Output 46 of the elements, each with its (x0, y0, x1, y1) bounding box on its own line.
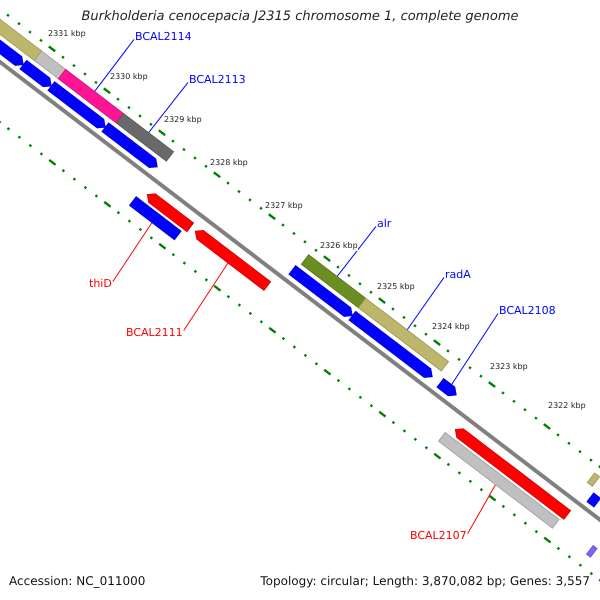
leader-line (112, 222, 152, 282)
gene-bar (586, 472, 600, 487)
scale-label: 2331 kbp (48, 30, 86, 39)
scale-label: 2329 kbp (164, 116, 202, 125)
footer-text: Topology: circular; Length: 3,870,082 bp; Genes: 3,557 (260, 575, 590, 588)
title: Burkholderia cenocepacia J2315 chromosome 1, complete genome (80, 10, 520, 24)
gene-bar (34, 50, 66, 80)
leader-line (451, 312, 498, 386)
leader-line (148, 82, 188, 134)
gene-bar (586, 544, 598, 558)
scale-label: 2326 kbp (320, 242, 358, 251)
gene-bar (47, 81, 106, 128)
gene-label: thiD (89, 278, 112, 290)
gene-bar (300, 254, 366, 308)
leader-line (336, 226, 376, 277)
gene-bar (101, 122, 158, 168)
gene-label: radA (445, 269, 471, 282)
scale-label: 2325 kbp (377, 283, 415, 292)
leader-line (406, 276, 444, 330)
gene-bar (436, 378, 457, 396)
gene-bar (586, 492, 600, 508)
gene-bar (128, 196, 182, 240)
gene-bar (348, 310, 433, 378)
scale-label: 2322 kbp (548, 402, 586, 411)
gene-bar (19, 60, 52, 88)
gene-bar (0, 38, 24, 66)
gene-label: BCAL2114 (135, 31, 192, 44)
leader-line (467, 484, 496, 534)
gene-label: BCAL2113 (189, 74, 246, 86)
scale-label: 2327 kbp (265, 202, 303, 211)
gene-bar (454, 428, 572, 520)
gene-bar (438, 432, 560, 529)
gene-label: BCAL2107 (410, 530, 467, 542)
gene-bar (194, 230, 272, 291)
gene-label: BCAL2111 (126, 327, 183, 340)
gene-bar (288, 264, 353, 317)
scale-label: 2324 kbp (432, 323, 470, 332)
footer-text: Accession: NC_011000 (9, 575, 146, 588)
scale-label: 2328 kbp (210, 159, 248, 168)
scale-label: 2330 kbp (110, 73, 148, 82)
scale-label: 2323 kbp (490, 363, 528, 372)
gene-label: alr (377, 218, 392, 230)
leader-line (183, 262, 228, 332)
gene-bar (146, 193, 194, 232)
gene-label: BCAL2108 (499, 305, 556, 318)
leader-line (94, 38, 134, 92)
